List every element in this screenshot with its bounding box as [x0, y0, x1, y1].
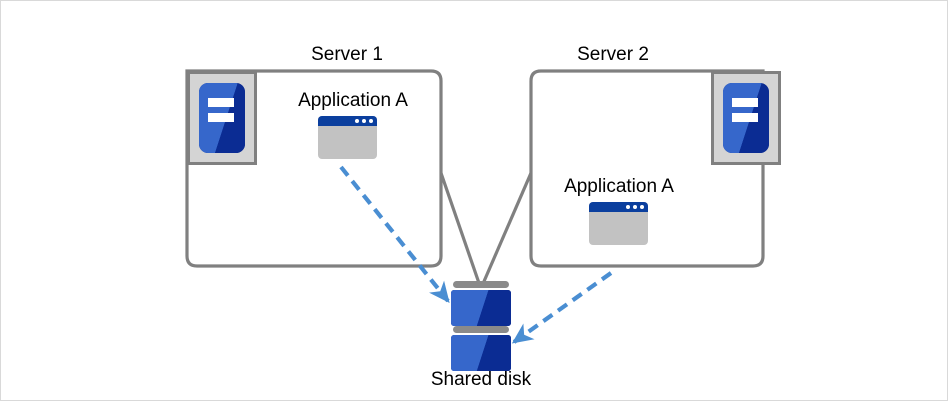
disk-slab-bottom [451, 335, 511, 371]
server-led-bar-top [731, 97, 759, 107]
shared-disk-icon [451, 281, 511, 374]
window-dot-3 [369, 119, 373, 123]
application-window-icon [318, 116, 377, 159]
window-dot-1 [355, 119, 359, 123]
disk-plate-bottom [453, 326, 509, 333]
server-machine-icon [187, 71, 257, 165]
server-2-title: Server 2 [577, 44, 649, 65]
server-1-application-label: Application A [298, 90, 408, 111]
server-1-disk-connector [439, 172, 482, 287]
server-2-application-label: Application A [564, 176, 674, 197]
server-machine-icon [711, 71, 781, 165]
server-2-app-access-arrow [511, 271, 613, 344]
window-dot-2 [633, 205, 637, 209]
server-led-bar-bottom [731, 113, 759, 123]
window-dot-3 [640, 205, 644, 209]
server-chassis [723, 83, 769, 153]
disk-plate-top [453, 281, 509, 288]
shared-disk-label: Shared disk [430, 369, 532, 390]
disk-slab-top [451, 290, 511, 326]
server-led-bar-top [207, 97, 235, 107]
window-titlebar [318, 116, 377, 126]
server-1-title: Server 1 [311, 44, 383, 65]
server-led-bar-bottom [207, 113, 235, 123]
application-window-icon [589, 202, 648, 245]
server-1-app-access-arrow [339, 165, 450, 304]
window-titlebar [589, 202, 648, 212]
server-chassis [199, 83, 245, 153]
window-dot-2 [362, 119, 366, 123]
window-dot-1 [626, 205, 630, 209]
server-2-disk-connector [480, 172, 533, 287]
